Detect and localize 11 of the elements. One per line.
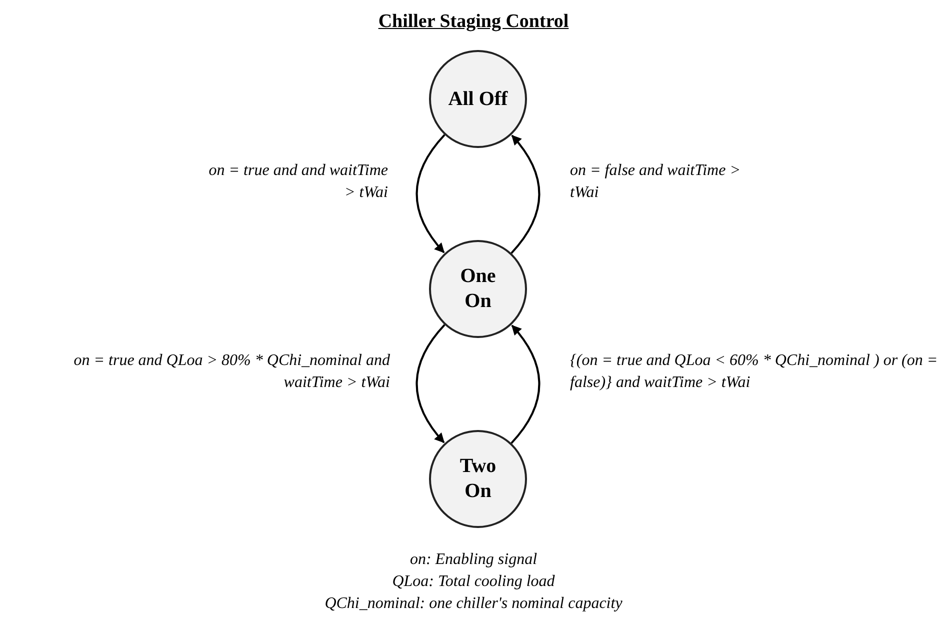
state-name: Two On [458, 454, 498, 504]
arrow [510, 324, 540, 444]
arrow [510, 134, 540, 254]
state-name: One On [459, 264, 497, 314]
note-text: on: Enabling signal [410, 550, 538, 570]
state-name: All Off [448, 86, 508, 112]
arrow [416, 324, 446, 444]
diagram-title: Chiller Staging Control [378, 10, 569, 34]
note-text: QChi_nominal: one chiller's nominal capacity [324, 594, 622, 614]
note-text: QLoa: Total cooling load [392, 572, 555, 592]
arrow [416, 134, 446, 254]
